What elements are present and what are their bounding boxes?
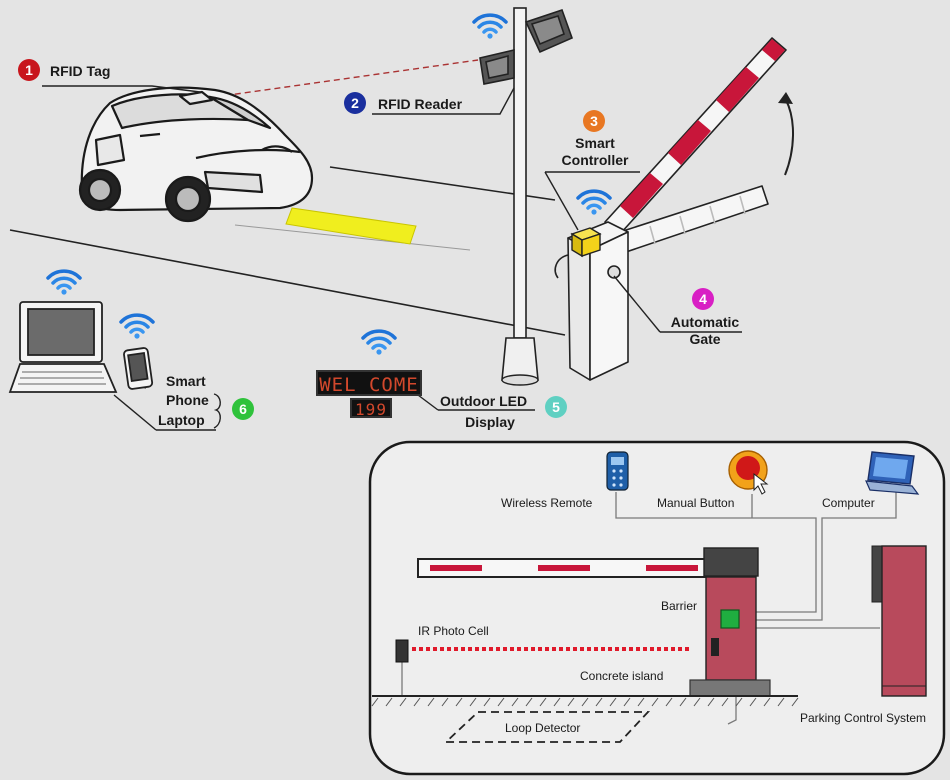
- label-automatic-gate-line2: Gate: [689, 331, 721, 347]
- wifi-icon: [361, 329, 397, 357]
- badge-rfid-tag: 1: [18, 59, 40, 81]
- label-laptop: Laptop: [158, 412, 205, 428]
- inset-label-computer: Computer: [822, 496, 875, 510]
- label-smart-controller-line1: Smart: [575, 135, 615, 151]
- smart-controller-icon: [570, 227, 602, 258]
- led-display-bottom: 199: [350, 398, 392, 419]
- computer-icon: [865, 451, 920, 495]
- wifi-icon: [576, 189, 612, 217]
- badge-smart-controller: 3: [583, 110, 605, 132]
- inset-label-ir-photo-cell: IR Photo Cell: [418, 624, 489, 638]
- road-marking: [285, 207, 417, 245]
- wifi-icon: [46, 269, 82, 297]
- wifi-icon: [119, 313, 155, 341]
- push-button-icon: [728, 450, 769, 495]
- wifi-icon: [472, 13, 508, 41]
- badge-automatic-gate: 4: [692, 288, 714, 310]
- label-rfid-tag: RFID Tag: [50, 63, 111, 79]
- car-icon: [78, 86, 314, 223]
- inset-label-loop-detector: Loop Detector: [505, 721, 581, 735]
- badge-devices: 6: [232, 398, 254, 420]
- cabinet-icon: [871, 545, 927, 697]
- barrier-gate-icon: [554, 37, 794, 381]
- led-display-top: WEL COME: [316, 370, 422, 396]
- label-automatic-gate-line1: Automatic: [670, 314, 740, 330]
- label-smart: Smart: [166, 373, 206, 389]
- rfid-reader-icon: [479, 8, 574, 85]
- label-led-display-line2: Display: [465, 414, 515, 430]
- inset-label-manual-button: Manual Button: [657, 496, 735, 510]
- laptop-icon: [8, 301, 118, 393]
- remote-icon: [606, 451, 629, 491]
- smartphone-icon: [123, 347, 154, 390]
- inset-panel: [368, 440, 946, 776]
- inset-label-wireless-remote: Wireless Remote: [501, 496, 593, 510]
- inset-label-barrier: Barrier: [661, 599, 698, 613]
- label-led-display-line1: Outdoor LED: [440, 393, 528, 409]
- leader-lines: [42, 85, 742, 431]
- inset-label-concrete-island: Concrete island: [580, 669, 664, 683]
- label-smart-controller-line2: Controller: [561, 152, 629, 168]
- label-phone: Phone: [166, 392, 209, 408]
- badge-led-display: 5: [545, 396, 567, 418]
- label-rfid-reader: RFID Reader: [378, 96, 463, 112]
- pole-icon: [479, 7, 574, 386]
- rfid-signal-line: [214, 59, 479, 98]
- inset-label-parking-control-system: Parking Control System: [800, 711, 927, 725]
- inset-diagram: [371, 450, 927, 743]
- badge-rfid-reader: 2: [344, 92, 366, 114]
